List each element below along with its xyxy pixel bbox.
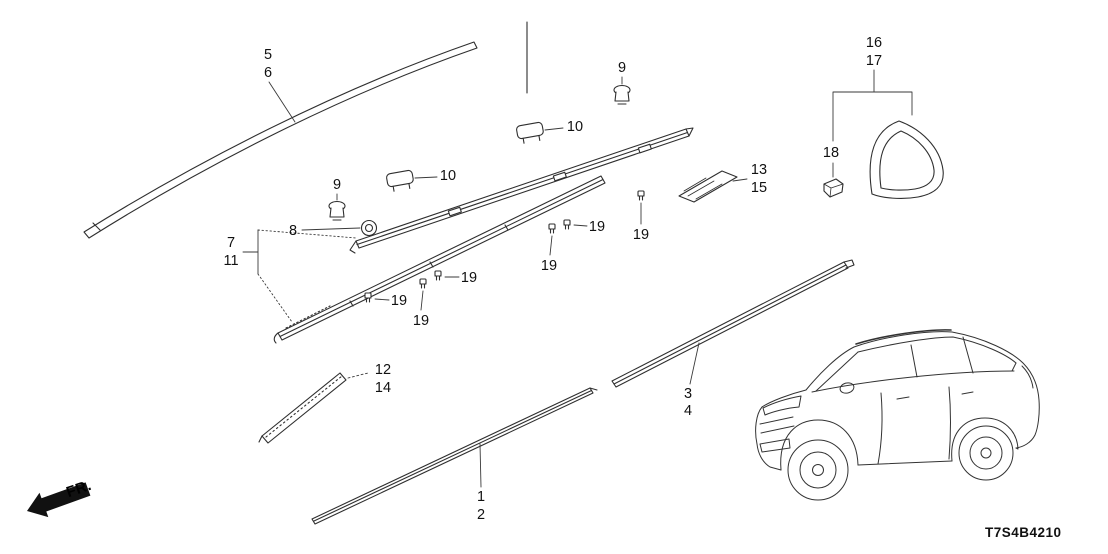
clip-19 bbox=[548, 223, 556, 234]
clip-9 bbox=[613, 84, 631, 105]
car-illustration bbox=[755, 329, 1040, 501]
clip-10 bbox=[385, 169, 416, 193]
car-front-wheel bbox=[787, 439, 849, 501]
part-label-15: 15 bbox=[750, 179, 768, 196]
part-label-19: 19 bbox=[412, 312, 430, 329]
bracket-13-15 bbox=[678, 170, 738, 203]
car-side-mirror bbox=[839, 382, 855, 394]
part-label-8: 8 bbox=[288, 222, 298, 239]
quarter-garnish-16-17 bbox=[869, 120, 944, 199]
clip-19 bbox=[434, 270, 442, 281]
diagram-code: T7S4B4210 bbox=[985, 525, 1062, 540]
car-rear-wheel bbox=[958, 425, 1014, 481]
clip-9 bbox=[328, 200, 346, 221]
part-label-19: 19 bbox=[460, 269, 478, 286]
roof-rail-7-11 bbox=[273, 127, 694, 344]
car-headlight bbox=[762, 395, 802, 416]
clip-19 bbox=[419, 278, 427, 289]
part-label-10: 10 bbox=[439, 167, 457, 184]
part-label-19: 19 bbox=[588, 218, 606, 235]
part-label-14: 14 bbox=[374, 379, 392, 396]
part-label-19: 19 bbox=[632, 226, 650, 243]
part-label-2: 2 bbox=[476, 506, 486, 523]
part-label-11: 11 bbox=[223, 252, 239, 269]
part-label-10: 10 bbox=[566, 118, 584, 135]
molding-3-4 bbox=[611, 259, 855, 388]
part-label-1: 1 bbox=[476, 488, 486, 505]
grommet-8 bbox=[360, 219, 378, 237]
car-taillight bbox=[1021, 365, 1034, 389]
part-label-19: 19 bbox=[540, 257, 558, 274]
part-label-12: 12 bbox=[374, 361, 392, 378]
part-label-3: 3 bbox=[683, 385, 693, 402]
part-label-9: 9 bbox=[332, 176, 342, 193]
part-label-19: 19 bbox=[390, 292, 408, 309]
part-label-5: 5 bbox=[263, 46, 273, 63]
clip-10 bbox=[515, 121, 546, 145]
part-label-17: 17 bbox=[865, 52, 883, 69]
molding-5-6 bbox=[83, 21, 528, 239]
part-label-13: 13 bbox=[750, 161, 768, 178]
clip-19 bbox=[563, 219, 571, 230]
part-label-6: 6 bbox=[263, 64, 273, 81]
molding-1-2 bbox=[311, 387, 598, 525]
part-label-18: 18 bbox=[822, 144, 840, 161]
strip-12-14 bbox=[258, 372, 347, 444]
part-label-4: 4 bbox=[683, 402, 693, 419]
clip-18 bbox=[823, 178, 844, 198]
clip-19 bbox=[637, 190, 645, 201]
part-label-16: 16 bbox=[865, 34, 883, 51]
car-roof-molding-accent bbox=[855, 329, 952, 345]
fr-arrow-icon bbox=[27, 482, 91, 518]
clip-19 bbox=[364, 292, 372, 303]
part-label-7: 7 bbox=[226, 234, 236, 251]
part-label-9: 9 bbox=[617, 59, 627, 76]
leader-lines bbox=[242, 69, 913, 488]
